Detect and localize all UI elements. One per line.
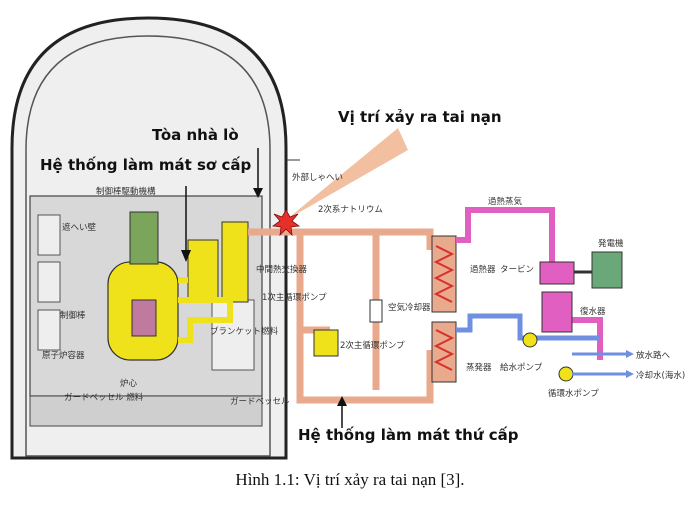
intermediate-heat-exchanger <box>187 239 219 301</box>
label-air-cooler: 空気冷却器 <box>388 302 431 313</box>
primary-callout-arrowhead <box>181 250 191 262</box>
secondary-callout-arrowhead <box>337 396 347 406</box>
base-slab <box>29 395 263 427</box>
label-guard-vessel: ガードベッセル <box>230 396 290 407</box>
figure-caption: Hình 1.1: Vị trí xảy ra tai nạn [3]. <box>235 470 465 489</box>
label-secondary-pump: 2次主循環ポンプ <box>340 340 405 351</box>
evaporator <box>431 321 457 383</box>
label-feedwater-pump: 給水ポンプ <box>500 362 543 373</box>
callout-accident-location: Vị trí xảy ra tai nạn <box>338 108 502 126</box>
reactor-core <box>131 299 157 337</box>
turbine <box>539 261 575 285</box>
control-rod-drive <box>129 211 159 265</box>
feedwater-pump <box>522 332 538 348</box>
primary-pump-body <box>221 221 249 303</box>
label-secondary-sodium: 2次系ナトリウム <box>318 204 383 215</box>
callout-reactor-building: Tòa nhà lò <box>152 126 239 144</box>
seawater-arrow-2 <box>626 370 634 378</box>
air-cooler <box>369 299 383 323</box>
label-blanket-fuel: ブランケット燃料 <box>210 326 279 337</box>
secondary-pump <box>313 329 339 357</box>
circulating-pump <box>558 366 574 382</box>
cell-wall-left-1 <box>37 214 61 256</box>
label-intermediate-hx: 中間熱交換器 <box>256 264 308 275</box>
label-turbine: タービン <box>500 265 534 275</box>
label-superheated-steam: 過熱蒸気 <box>488 196 523 207</box>
callout-primary-cooling: Hệ thống làm mát sơ cấp <box>40 155 251 174</box>
label-reactor-vessel: 原子炉容器 <box>42 350 85 361</box>
label-core: 炉心 <box>120 378 138 389</box>
callout-secondary-cooling: Hệ thống làm mát thứ cấp <box>298 425 519 444</box>
label-control-rod-drive: 制御棒駆動機構 <box>96 186 156 197</box>
cell-wall-left-3 <box>37 309 61 351</box>
secondary-loop-piping <box>248 228 434 404</box>
label-cooling-seawater: 冷却水(海水) <box>636 370 685 381</box>
label-outer-shell: 外部しゃへい <box>292 172 343 183</box>
label-condenser: 復水器 <box>580 306 606 317</box>
seawater-lines <box>572 352 630 376</box>
label-evaporator: 蒸発器 <box>466 362 492 373</box>
primary-loop-piping <box>178 277 233 343</box>
superheater-coil <box>433 245 455 303</box>
building-callout-arrowhead <box>253 188 263 198</box>
label-primary-pump: 1次主循環ポンプ <box>262 292 327 303</box>
label-shielding-wall: 遮へい壁 <box>62 222 97 233</box>
label-guard-vessel-fuel: ガードベッセル 燃料 <box>64 392 144 403</box>
containment-inner-shield <box>25 35 271 457</box>
label-superheater: 過熱器 <box>470 264 496 275</box>
generator <box>591 251 623 289</box>
condenser <box>541 291 573 333</box>
cell-wall-left-2 <box>37 261 61 303</box>
label-control-rod: 制御棒 <box>60 310 86 321</box>
evaporator-coil <box>433 329 455 371</box>
seawater-arrow-1 <box>626 350 634 358</box>
label-generator: 発電機 <box>598 238 624 249</box>
label-circulating-pump: 循環水ポンプ <box>548 388 599 399</box>
label-to-outlet: 放水路へ <box>636 350 671 361</box>
accident-callout-beam <box>286 128 408 220</box>
accident-marker-icon <box>271 209 301 237</box>
